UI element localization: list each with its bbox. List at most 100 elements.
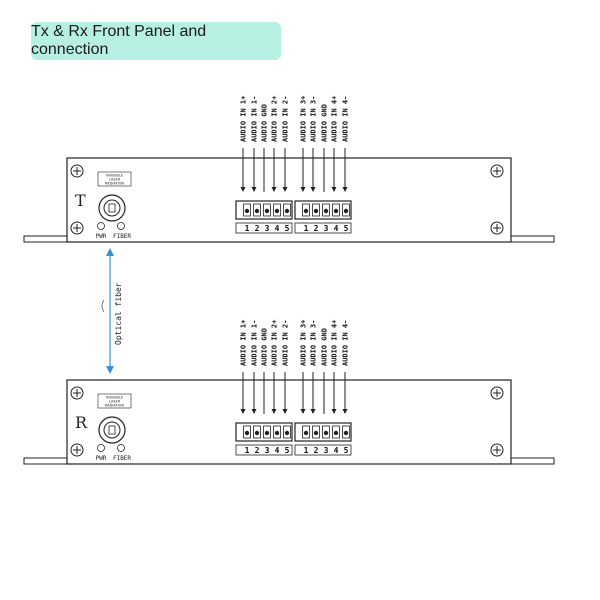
signal-label: AUDIO IN 2+: [271, 96, 279, 142]
pin-number: 3: [324, 446, 329, 455]
laser-warning-text: RADIATION: [105, 182, 124, 186]
pin-number: 3: [324, 224, 329, 233]
pin-number: 5: [285, 224, 290, 233]
terminal-screw-head: [323, 208, 329, 214]
signal-label: AUDIO IN 1+: [240, 96, 248, 142]
arrow-down-icon: [106, 366, 114, 374]
arrow-down-icon: [331, 187, 337, 192]
arrow-down-icon: [331, 409, 337, 414]
arrow-down-icon: [282, 187, 288, 192]
pin-number: 4: [334, 224, 339, 233]
screw-icon: [70, 164, 84, 178]
screw-icon: [70, 443, 84, 457]
terminal-screw-head: [303, 208, 309, 214]
pwr-label: PWR: [96, 455, 107, 462]
signal-label: AUDIO GND: [321, 328, 329, 366]
arrow-down-icon: [300, 409, 306, 414]
pin-number: 4: [334, 446, 339, 455]
laser-warning-text: LASER: [109, 400, 121, 404]
screw-icon: [490, 164, 504, 178]
screw-icon: [490, 443, 504, 457]
arrow-down-icon: [282, 409, 288, 414]
arrow-down-icon: [342, 187, 348, 192]
pwr-led-icon: [97, 444, 105, 452]
arrow-down-icon: [240, 409, 246, 414]
fiber-bend-mark: [101, 299, 105, 313]
pin-number: 2: [314, 224, 319, 233]
terminal-screw-head: [333, 430, 339, 436]
fiber-label: Optical fiber: [114, 282, 123, 345]
terminal-block-2: [294, 422, 352, 442]
terminal-screw-head: [264, 430, 270, 436]
signal-label: AUDIO GND: [261, 328, 269, 366]
fiber-led-icon: [117, 444, 125, 452]
terminal-screw-head: [323, 430, 329, 436]
signal-label: AUDIO IN 3-: [310, 320, 318, 366]
arrow-down-icon: [271, 187, 277, 192]
pin-number: 3: [265, 224, 270, 233]
terminal-screw-head: [244, 208, 250, 214]
pin-number: 4: [275, 446, 280, 455]
terminal-screw-head: [244, 430, 250, 436]
arrow-up-icon: [106, 248, 114, 256]
fiber-port-icon: [98, 194, 126, 222]
pwr-label: PWR: [96, 233, 107, 240]
signal-label: AUDIO IN 1-: [251, 96, 259, 142]
pin-number: 5: [344, 446, 349, 455]
terminal-screw-head: [274, 208, 280, 214]
pin-number: 1: [245, 224, 250, 233]
arrow-down-icon: [251, 187, 257, 192]
terminal-screw-head: [313, 430, 319, 436]
fiber-label: FIBER: [113, 233, 131, 240]
signal-label: AUDIO IN 4-: [342, 96, 350, 142]
pin-number: 5: [344, 224, 349, 233]
fiber-label: FIBER: [113, 455, 131, 462]
fiber-port-icon: [98, 416, 126, 444]
terminal-screw-head: [274, 430, 280, 436]
arrow-down-icon: [310, 409, 316, 414]
terminal-screw-head: [284, 208, 290, 214]
terminal-block-2: [294, 200, 352, 220]
signal-label: AUDIO IN 3-: [310, 96, 318, 142]
signal-label: AUDIO IN 1+: [240, 320, 248, 366]
arrow-down-icon: [310, 187, 316, 192]
arrow-down-icon: [342, 409, 348, 414]
terminal-screw-head: [254, 208, 260, 214]
screw-icon: [490, 386, 504, 400]
terminal-block-1: [235, 200, 293, 220]
diagram-title: Tx & Rx Front Panel and connection: [31, 22, 281, 60]
unit-letter: R: [75, 413, 88, 432]
signal-label: AUDIO IN 3+: [300, 320, 308, 366]
terminal-screw-head: [254, 430, 260, 436]
terminal-screw-head: [264, 208, 270, 214]
signal-label: AUDIO IN 4+: [331, 320, 339, 366]
unit-letter: T: [75, 191, 86, 210]
signal-label: AUDIO IN 2+: [271, 320, 279, 366]
laser-warning-text: RADIATION: [105, 404, 124, 408]
arrow-down-icon: [271, 409, 277, 414]
laser-warning-text: LASER: [109, 178, 121, 182]
screw-icon: [70, 386, 84, 400]
terminal-screw-head: [343, 430, 349, 436]
terminal-block-1: [235, 422, 293, 442]
laser-warning-text: INVISIBLE: [106, 396, 123, 400]
signal-label: AUDIO GND: [321, 104, 329, 142]
pin-number: 1: [304, 446, 309, 455]
fiber-led-icon: [117, 222, 125, 230]
signal-label: AUDIO GND: [261, 104, 269, 142]
pin-number: 3: [265, 446, 270, 455]
arrow-down-icon: [251, 409, 257, 414]
screw-icon: [70, 221, 84, 235]
arrow-down-icon: [300, 187, 306, 192]
terminal-screw-head: [313, 208, 319, 214]
pin-number: 2: [314, 446, 319, 455]
terminal-screw-head: [303, 430, 309, 436]
pin-number: 1: [245, 446, 250, 455]
